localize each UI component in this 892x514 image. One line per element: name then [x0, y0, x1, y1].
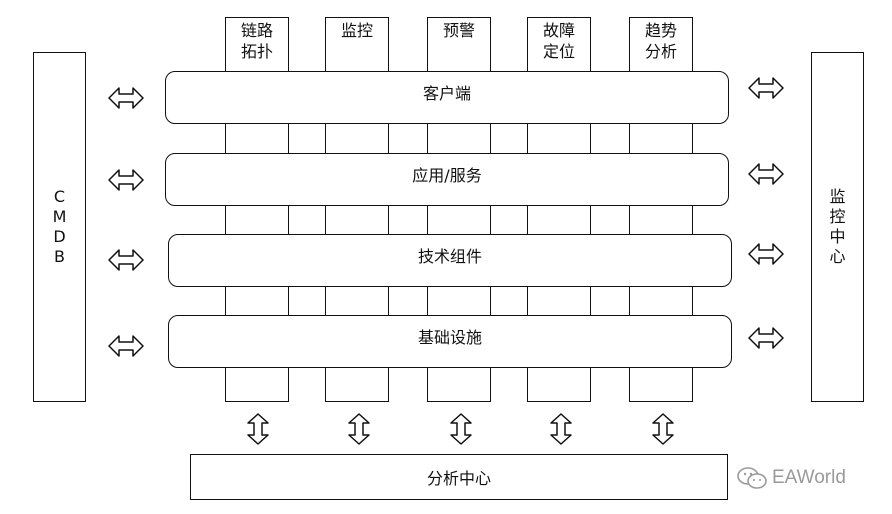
tool-trend-analysis-line-2: 分析: [644, 42, 677, 61]
monitoring-center-char-1: 监: [829, 187, 846, 206]
layer-application-service-label: 应用/服务: [412, 166, 482, 185]
monitoring-center-panel: 监 控 中 心: [811, 52, 864, 402]
tool-link-topology-line-2: 拓扑: [240, 42, 273, 61]
double-arrow-vertical-3-icon: [450, 413, 472, 445]
tool-link-topology-line-1: 链路: [240, 21, 273, 40]
tool-link-topology: 链路 拓扑: [225, 17, 289, 72]
tool-trend-analysis: 趋势 分析: [629, 17, 693, 72]
watermark-text: EAWorld: [772, 467, 846, 488]
double-arrow-left-2-icon: [108, 169, 144, 191]
double-arrow-vertical-4-icon: [550, 413, 572, 445]
tool-monitoring: 监控: [325, 17, 389, 72]
double-arrow-left-1-icon: [108, 87, 144, 109]
layer-technical-components-label: 技术组件: [417, 247, 482, 266]
double-arrow-left-3-icon: [108, 249, 144, 271]
double-arrow-right-2-icon: [748, 163, 784, 185]
double-arrow-left-4-icon: [108, 335, 144, 357]
double-arrow-vertical-2-icon: [348, 413, 370, 445]
cmdb-char-4: B: [54, 247, 65, 266]
double-arrow-vertical-1-icon: [247, 413, 269, 445]
layer-application-service: 应用/服务: [165, 153, 729, 206]
cmdb-label: C M D B: [34, 53, 85, 401]
cmdb-char-1: C: [53, 187, 66, 206]
double-arrow-right-1-icon: [748, 77, 784, 99]
tool-alerting-line-1: 预警: [442, 21, 475, 40]
layer-client: 客户端: [165, 71, 729, 124]
monitoring-center-char-3: 中: [829, 227, 846, 246]
double-arrow-vertical-5-icon: [652, 413, 674, 445]
monitoring-center-char-2: 控: [829, 207, 846, 226]
wechat-icon: [737, 467, 767, 489]
watermark: EAWorld: [736, 466, 846, 490]
tool-trend-analysis-line-1: 趋势: [644, 21, 677, 40]
layer-technical-components: 技术组件: [168, 234, 732, 287]
tool-alerting: 预警: [427, 17, 491, 72]
layer-infrastructure: 基础设施: [168, 315, 732, 368]
cmdb-char-2: M: [52, 207, 67, 226]
double-arrow-right-4-icon: [748, 327, 784, 349]
tool-fault-location: 故障 定位: [527, 17, 591, 72]
monitoring-center-char-4: 心: [829, 247, 846, 266]
monitoring-center-label: 监 控 中 心: [812, 53, 863, 401]
tool-monitoring-line-1: 监控: [340, 21, 373, 40]
tool-fault-location-line-2: 定位: [542, 42, 575, 61]
analysis-center-panel: 分析中心: [190, 454, 728, 500]
double-arrow-right-3-icon: [748, 243, 784, 265]
cmdb-char-3: D: [53, 227, 66, 246]
layer-infrastructure-label: 基础设施: [417, 328, 482, 347]
layer-client-label: 客户端: [422, 84, 471, 103]
analysis-center-label: 分析中心: [426, 469, 491, 488]
tool-fault-location-line-1: 故障: [542, 21, 575, 40]
cmdb-panel: C M D B: [33, 52, 86, 402]
